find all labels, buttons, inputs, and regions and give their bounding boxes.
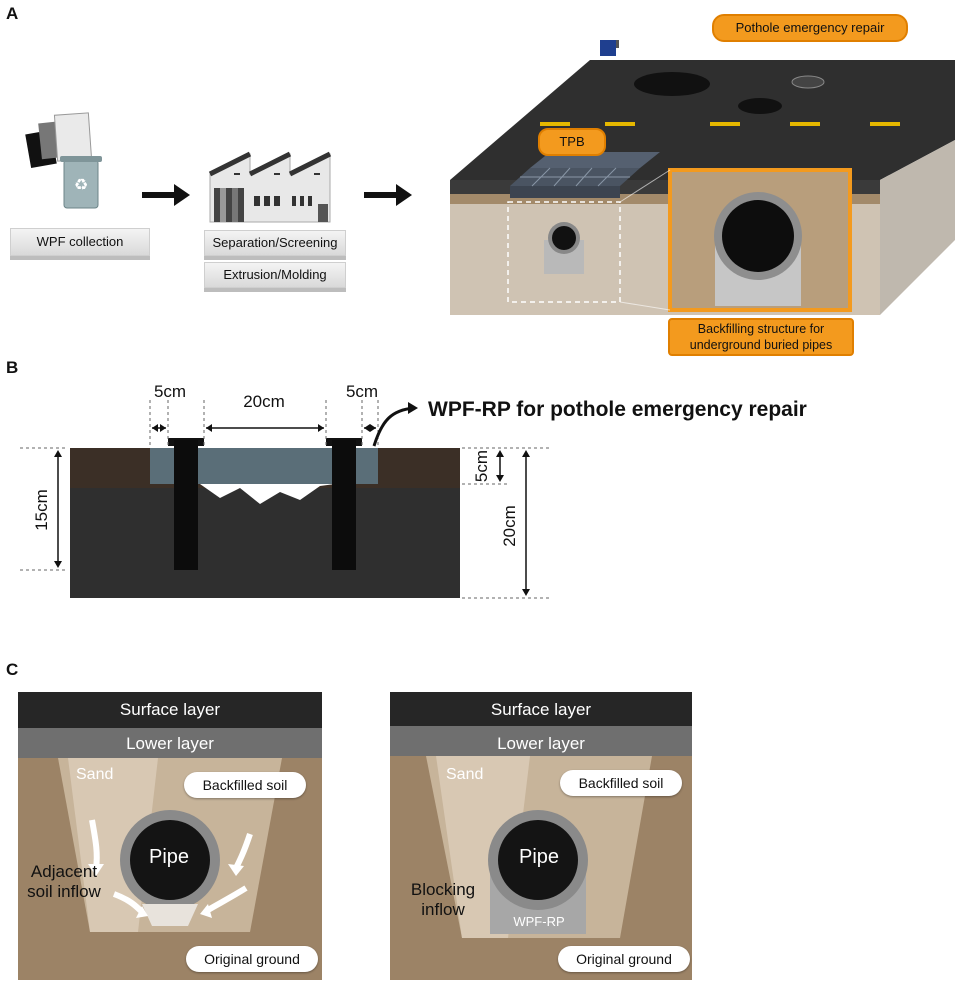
- separation-screening-plate: Separation/Screening: [204, 230, 346, 256]
- tpb-callout: TPB: [538, 128, 606, 156]
- left-adjacent-inflow-label: Adjacent soil inflow: [27, 862, 101, 901]
- factory-icon: [208, 151, 332, 223]
- road-block-illustration: [450, 40, 955, 315]
- svg-text:♻: ♻: [74, 177, 88, 194]
- backfill-callout: Backfilling structure for underground bu…: [668, 318, 854, 356]
- dim-left-15cm: 15cm: [32, 489, 51, 531]
- right-wpf-rp-label: WPF-RP: [513, 914, 565, 929]
- dim-left-5cm: 5cm: [153, 382, 187, 401]
- panel-b-title: WPF-RP for pothole emergency repair: [428, 398, 807, 421]
- left-cross-section: [18, 692, 322, 980]
- right-surface-layer-label: Surface layer: [490, 700, 592, 719]
- left-original-ground-bubble: Original ground: [186, 946, 318, 972]
- right-sand-label: Sand: [446, 766, 484, 783]
- extrusion-molding-plate: Extrusion/Molding: [204, 262, 346, 288]
- pothole-repair-section: [20, 400, 550, 599]
- left-surface-layer-label: Surface layer: [119, 700, 221, 719]
- dim-right-5cm: 5cm: [345, 382, 379, 401]
- worker-icon: [600, 40, 619, 56]
- left-backfilled-soil-bubble: Backfilled soil: [184, 772, 306, 798]
- right-backfilled-soil-bubble: Backfilled soil: [560, 770, 682, 796]
- left-pipe-label: Pipe: [148, 846, 190, 868]
- wpf-collection-plate: WPF collection: [10, 228, 150, 256]
- panel-c-letter: C: [6, 660, 19, 679]
- right-original-ground-bubble: Original ground: [558, 946, 690, 972]
- panel-a-letter: A: [6, 4, 19, 23]
- dim-right-5cm-vertical: 5cm: [472, 449, 491, 483]
- arrow-right-icon: [364, 184, 412, 206]
- right-blocking-inflow-label: Blocking inflow: [410, 880, 476, 919]
- dim-right-20cm-vertical: 20cm: [500, 505, 519, 547]
- pothole-repair-callout: Pothole emergency repair: [712, 14, 908, 42]
- right-lower-layer-label: Lower layer: [497, 734, 585, 753]
- left-sand-label: Sand: [76, 766, 114, 783]
- right-cross-section: [390, 692, 692, 980]
- left-lower-layer-label: Lower layer: [126, 734, 214, 753]
- arrow-right-icon: [142, 184, 190, 206]
- right-pipe-label: Pipe: [518, 846, 560, 868]
- wpf-bags-icon: ♻: [25, 112, 102, 209]
- dim-mid-20cm: 20cm: [243, 392, 285, 411]
- panel-b-letter: B: [6, 358, 19, 377]
